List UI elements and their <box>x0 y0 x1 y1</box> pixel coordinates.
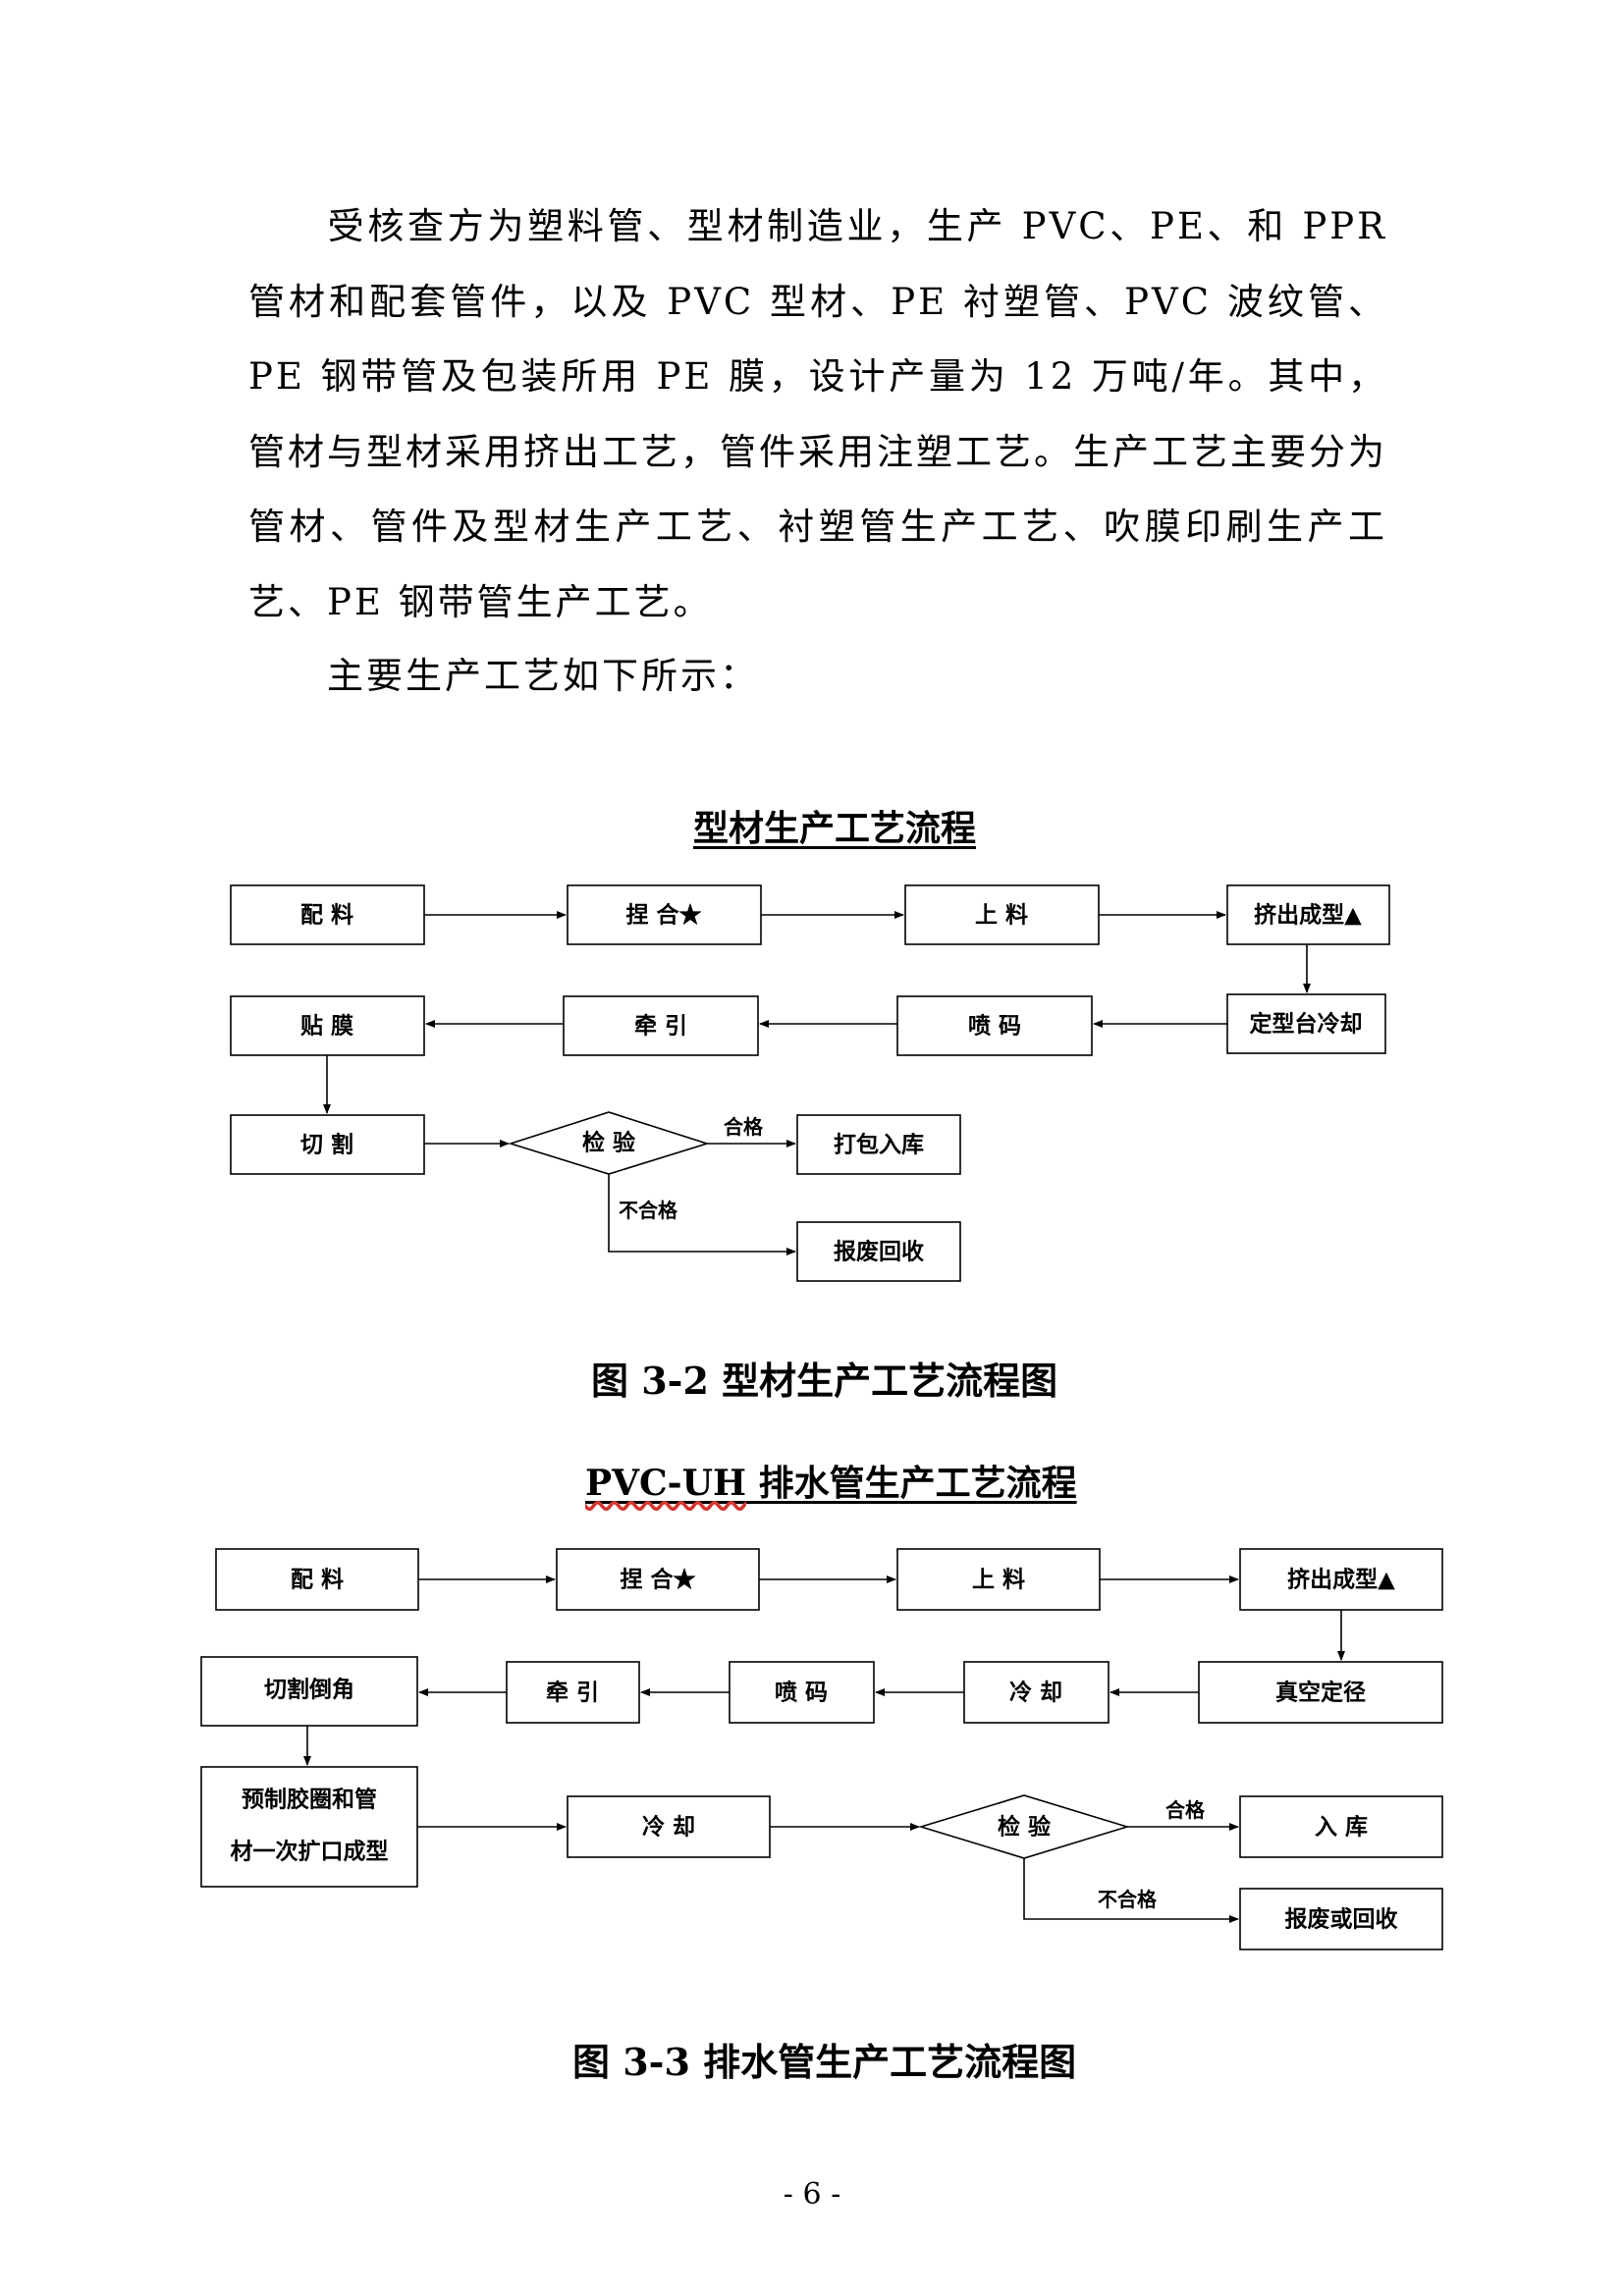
f2-edge-pass-label: 合格 <box>1165 1798 1206 1822</box>
f2-label-ruku: 入 库 <box>1315 1814 1368 1841</box>
f2-box-qiege <box>200 1656 418 1727</box>
body-paragraph-1: 受核查方为塑料管、型材制造业，生产 PVC、PE、和 PPR 管材和配套管件，以… <box>248 189 1387 640</box>
f2-box-baofei <box>1239 1888 1443 1950</box>
f1-label-dabao: 打包入库 <box>834 1132 924 1158</box>
f2-label-peiliao: 配 料 <box>291 1567 344 1593</box>
figure2-caption: 图 3-3 排水管生产工艺流程图 <box>572 2040 1077 2084</box>
figure1-caption: 图 3-2 型材生产工艺流程图 <box>591 1359 1058 1403</box>
f2-label-jichu: 挤出成型▲ <box>1287 1567 1395 1593</box>
f2-label-niehe: 捏 合★ <box>620 1567 695 1593</box>
f1-box-qianyin <box>563 995 759 1056</box>
f2-label-zhenkong: 真空定径 <box>1275 1680 1366 1706</box>
f2-label-qiege: 切割倒角 <box>264 1677 354 1703</box>
f1-label-dingxing: 定型台冷却 <box>1250 1011 1363 1038</box>
page-number: - 6 - <box>783 2177 841 2212</box>
f2-label-lengque2: 冷 却 <box>642 1814 695 1841</box>
f2-box-yuzhi <box>200 1766 418 1888</box>
f1-box-baofei <box>796 1221 961 1282</box>
f2-arrow-fail <box>1023 1858 1239 1923</box>
figure2-title: PVC-UH 排水管生产工艺流程 <box>585 1455 1077 1506</box>
f1-label-baofei: 报废回收 <box>834 1239 924 1265</box>
f1-label-jianyan: 检 验 <box>582 1130 635 1156</box>
f2-label-baofei: 报废或回收 <box>1285 1906 1398 1933</box>
f1-label-peiliao: 配 料 <box>300 902 353 929</box>
f1-label-penma: 喷 码 <box>968 1013 1021 1040</box>
body-paragraph-2-text: 主要生产工艺如下所示： <box>327 655 759 697</box>
f1-label-shangliao: 上 料 <box>975 902 1028 929</box>
f2-label-yuzhi-line2: 材一次扩口成型 <box>231 1839 389 1865</box>
f1-edge-fail-label: 不合格 <box>619 1199 678 1222</box>
f2-edge-fail-label: 不合格 <box>1098 1888 1158 1911</box>
f2-label-jianyan: 检 验 <box>998 1814 1051 1841</box>
f2-label-shangliao: 上 料 <box>972 1567 1025 1593</box>
f1-edge-pass-label: 合格 <box>724 1115 764 1139</box>
figure2-title-prefix: PVC-UH <box>585 1463 747 1504</box>
f1-box-jichu <box>1226 884 1390 945</box>
f1-box-dabao <box>796 1114 961 1175</box>
f1-label-jichu: 挤出成型▲ <box>1254 902 1362 929</box>
f1-label-tiemo: 贴 膜 <box>300 1013 353 1040</box>
f2-box-ruku <box>1239 1795 1443 1858</box>
figure2-title-suffix: 排水管生产工艺流程 <box>758 1463 1077 1504</box>
f1-label-niehe: 捏 合★ <box>625 902 701 929</box>
f1-label-qiege: 切 割 <box>300 1132 353 1158</box>
f1-box-qiege <box>230 1114 425 1175</box>
f2-label-yuzhi-line1: 预制胶圈和管 <box>242 1787 377 1813</box>
f2-label-lengque1: 冷 却 <box>1009 1680 1062 1706</box>
f2-label-penma: 喷 码 <box>775 1680 828 1706</box>
f1-arrow-fail <box>608 1174 796 1255</box>
f1-box-penma <box>896 995 1093 1056</box>
body-paragraph-1-text: 受核查方为塑料管、型材制造业，生产 PVC、PE、和 PPR 管材和配套管件，以… <box>248 205 1387 623</box>
f2-label-qianyin: 牵 引 <box>546 1680 599 1706</box>
body-paragraph-2: 主要生产工艺如下所示： <box>248 639 1387 715</box>
f1-label-qianyin: 牵 引 <box>634 1013 687 1040</box>
figure1-title: 型材生产工艺流程 <box>693 808 977 849</box>
